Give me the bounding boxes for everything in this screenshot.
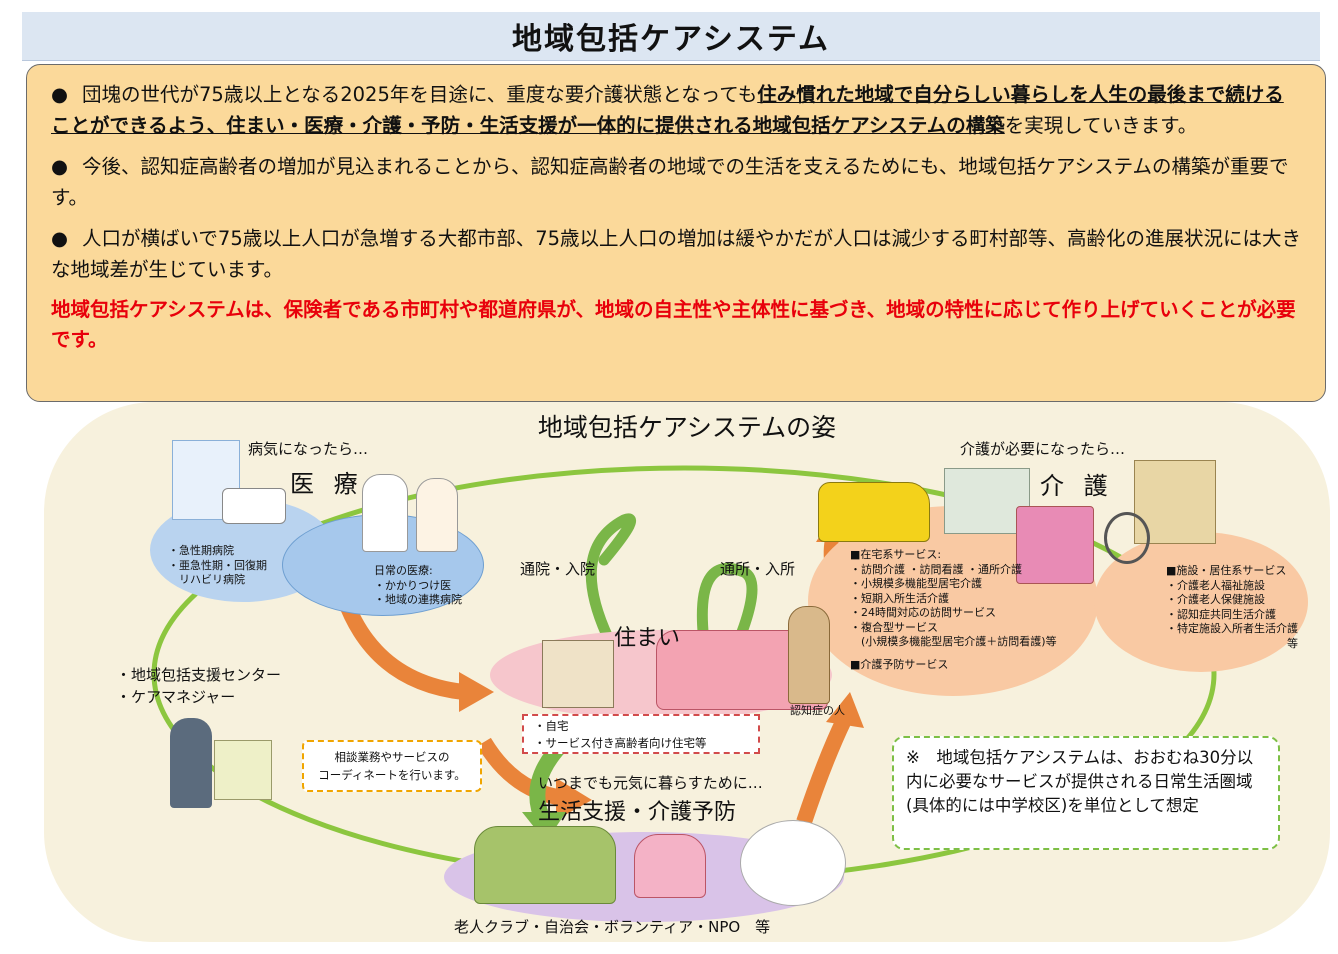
diagram-title: 地域包括ケアシステムの姿 [537, 413, 837, 442]
facility-services-list: ■施設・居住系サービス ・介護老人福祉施設 ・介護老人保健施設 ・認知症共同生活… [1166, 564, 1298, 651]
arrow-support-to-home [477, 737, 566, 806]
home-services-list: ■在宅系サービス: ・訪問介護 ・訪問看護 ・通所介護 ・小規模多機能型居宅介護… [850, 548, 1057, 672]
elderly-person-icon [788, 606, 830, 704]
daycare-cycle-arrow [696, 562, 758, 658]
title-bar: 地域包括ケアシステム [22, 12, 1320, 61]
hospital-item: ・亜急性期・回復期 [168, 558, 267, 572]
care-system-diagram: 地域包括ケアシステムの姿 病気になったら… 医 療 ・急性期病院 ・亜急性期・回… [44, 402, 1330, 942]
care-van-icon [818, 482, 930, 542]
bullet-1-text: 団塊の世代が75歳以上となる2025年を目途に、重度な要介護状態となっても [82, 83, 758, 106]
home-services-title: ■在宅系サービス: [850, 548, 942, 561]
bullet-1-tail: を実現していきます。 [1004, 114, 1198, 137]
summary-bullet-2: ●今後、認知症高齢者の増加が見込まれることから、認知症高齢者の地域での生活を支え… [51, 151, 1303, 213]
housing-type: ・サービス付き高齢者向け住宅等 [534, 736, 707, 750]
daily-medical-item: ・かかりつけ医 [374, 578, 452, 592]
hospital-item: リハビリ病院 [168, 573, 245, 586]
facility-service-item: ・介護老人保健施設 [1166, 593, 1265, 606]
home-service-item: ・複合型サービス [850, 620, 938, 634]
summary-bullet-3: ●人口が横ばいで75歳以上人口が急増する大都市部、75歳以上人口の増加は緩やかだ… [51, 223, 1303, 285]
elderly-group-icon [474, 826, 616, 904]
care-heading: 介 護 [1040, 472, 1114, 500]
arrow-lifesupport-to-home-head [826, 692, 864, 728]
arrow-support-to-home-head [556, 778, 592, 820]
facility-etc: 等 [1287, 636, 1298, 650]
life-support-caption: いつまでも元気に暮らすために… [538, 774, 763, 792]
housing-type: ・自宅 [534, 719, 569, 733]
home-service-item: ・短期入所生活介護 [850, 591, 949, 605]
bullet-mark: ● [51, 227, 69, 250]
arrow-lifesupport-to-home [796, 716, 852, 825]
care-manager-icon [170, 718, 212, 808]
daily-medical-item: ・地域の連携病院 [374, 593, 462, 606]
care-house-icon [944, 468, 1030, 534]
support-center-item: ・ケアマネジャー [116, 688, 236, 706]
support-center-item: ・地域包括支援センター [116, 666, 282, 684]
community-groups-label: 老人クラブ・自治会・ボランティア・NPO 等 [454, 918, 771, 936]
doctor-icon [362, 474, 408, 552]
wheelchair-icon [1104, 512, 1150, 564]
exercise-icon [634, 834, 706, 898]
care-caption: 介護が必要になったら… [960, 440, 1126, 458]
daycare-admission-label: 通所・入所 [720, 560, 796, 578]
facility-service-item: ・特定施設入所者生活介護 [1166, 622, 1298, 635]
home-service-item: ・訪問介護 ・訪問看護 ・通所介護 [850, 562, 1022, 576]
support-center-list: ・地域包括支援センター ・ケアマネジャー [116, 664, 281, 708]
home-service-item: ・小規模多機能型居宅介護 [850, 577, 982, 590]
nurse-icon [416, 478, 458, 552]
life-support-heading: 生活支援・介護予防 [538, 800, 737, 825]
daily-medical-title: 日常の医療: [374, 564, 433, 577]
bullet-mark: ● [51, 155, 69, 178]
consultation-text: 相談業務やサービスの コーディネートを行います。 [318, 750, 466, 782]
hospital-cycle-arrow [585, 513, 637, 656]
support-center-building-icon [214, 740, 272, 800]
home-service-item: ・24時間対応の訪問サービス [850, 606, 996, 619]
note-text: ※ 地域包括ケアシステムは、おおむね30分以内に必要なサービスが提供される日常生… [906, 748, 1254, 815]
home-service-item: (小規模多機能型居宅介護＋訪問看護)等 [850, 635, 1057, 648]
daily-medical-list: 日常の医療: ・かかりつけ医 ・地域の連携病院 [374, 564, 462, 608]
medical-caption: 病気になったら… [248, 440, 369, 458]
dementia-person-label: 認知症の人 [790, 704, 845, 717]
bullet-mark: ● [51, 83, 69, 106]
prevention-service: ■介護予防サービス [850, 657, 949, 671]
hospital-visit-label: 通院・入院 [520, 560, 596, 578]
bathing-care-icon [1016, 506, 1094, 584]
bullet-2-text: 今後、認知症高齢者の増加が見込まれることから、認知症高齢者の地域での生活を支える… [51, 155, 1289, 209]
ambulance-icon [222, 488, 286, 524]
house-icon [542, 640, 614, 708]
medical-heading: 医 療 [290, 470, 364, 498]
facility-service-item: ・介護老人福祉施設 [1166, 578, 1265, 592]
summary-box: ● 団塊の世代が75歳以上となる2025年を目途に、重度な要介護状態となっても住み… [26, 64, 1326, 402]
bullet-1-emphasis: 住み慣れた地域で自分らしい暮らしを人生の最後まで続けることができるよう、住まい・… [51, 83, 1284, 137]
facility-service-item: ・認知症共同生活介護 [1166, 607, 1276, 621]
hospital-item: ・急性期病院 [168, 544, 234, 557]
housing-types-box: ・自宅 ・サービス付き高齢者向け住宅等 [522, 714, 760, 754]
arrow-medical-to-home-head [459, 672, 494, 712]
bullet-3-text: 人口が横ばいで75歳以上人口が急増する大都市部、75歳以上人口の増加は緩やかだが… [51, 227, 1302, 281]
housing-heading: 住まい [614, 626, 681, 651]
arrow-medical-to-home [336, 594, 465, 700]
facility-services-title: ■施設・居住系サービス [1166, 564, 1287, 577]
consultation-box: 相談業務やサービスの コーディネートを行います。 [302, 740, 482, 792]
conclusion-text: 地域包括ケアシステムは、保険者である市町村や都道府県が、地域の自主性や主体性に基… [51, 298, 1296, 351]
summary-bullet-1: ● 団塊の世代が75歳以上となる2025年を目途に、重度な要介護状態となっても住み… [51, 79, 1303, 141]
hospital-list: ・急性期病院 ・亜急性期・回復期 リハビリ病院 [168, 544, 267, 588]
page-title: 地域包括ケアシステム [512, 22, 830, 57]
volunteer-icon [740, 820, 846, 906]
service-area-note: ※ 地域包括ケアシステムは、おおむね30分以内に必要なサービスが提供される日常生… [892, 736, 1280, 850]
